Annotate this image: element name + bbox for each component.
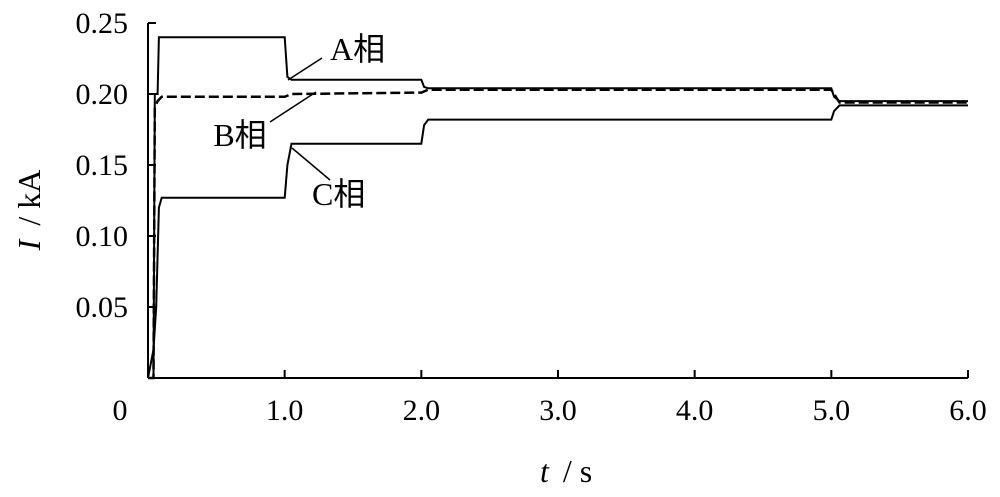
y-tick-label: 0.15 [76,149,129,182]
series-label: C相 [312,176,365,212]
x-tick-label: 1.0 [266,394,304,427]
annotation-leader [287,57,323,81]
y-tick-label: 0.20 [76,78,129,111]
annotation-leader [269,91,317,123]
annotation-leader [291,147,331,181]
series-line-2 [148,88,968,380]
axes [147,23,968,379]
x-tick-label: 0 [113,394,128,427]
x-tick-label: 6.0 [949,394,987,427]
x-tick-label: 5.0 [813,394,851,427]
ticks: 0 1.0 2.0 3.0 4.0 5.0 6.0 0.05 0.10 0.15 0.20 0.25 [76,7,987,427]
y-tick-label: 0.10 [76,220,129,253]
series-label: B相 [213,117,266,153]
series-line-1 [148,36,968,379]
y-tick-label: 0.05 [76,291,129,324]
x-tick-label: 2.0 [403,394,441,427]
x-axis-label: t / s [540,453,592,489]
series-line-3 [147,104,968,379]
y-axis-label: I / kA [11,170,47,252]
series-label: A相 [330,31,385,67]
annotations: A相 B相 C相 [213,31,385,212]
x-tick-label: 3.0 [539,394,577,427]
x-tick-label: 4.0 [676,394,714,427]
y-tick-label: 0.25 [76,7,129,40]
series-group [147,36,968,380]
